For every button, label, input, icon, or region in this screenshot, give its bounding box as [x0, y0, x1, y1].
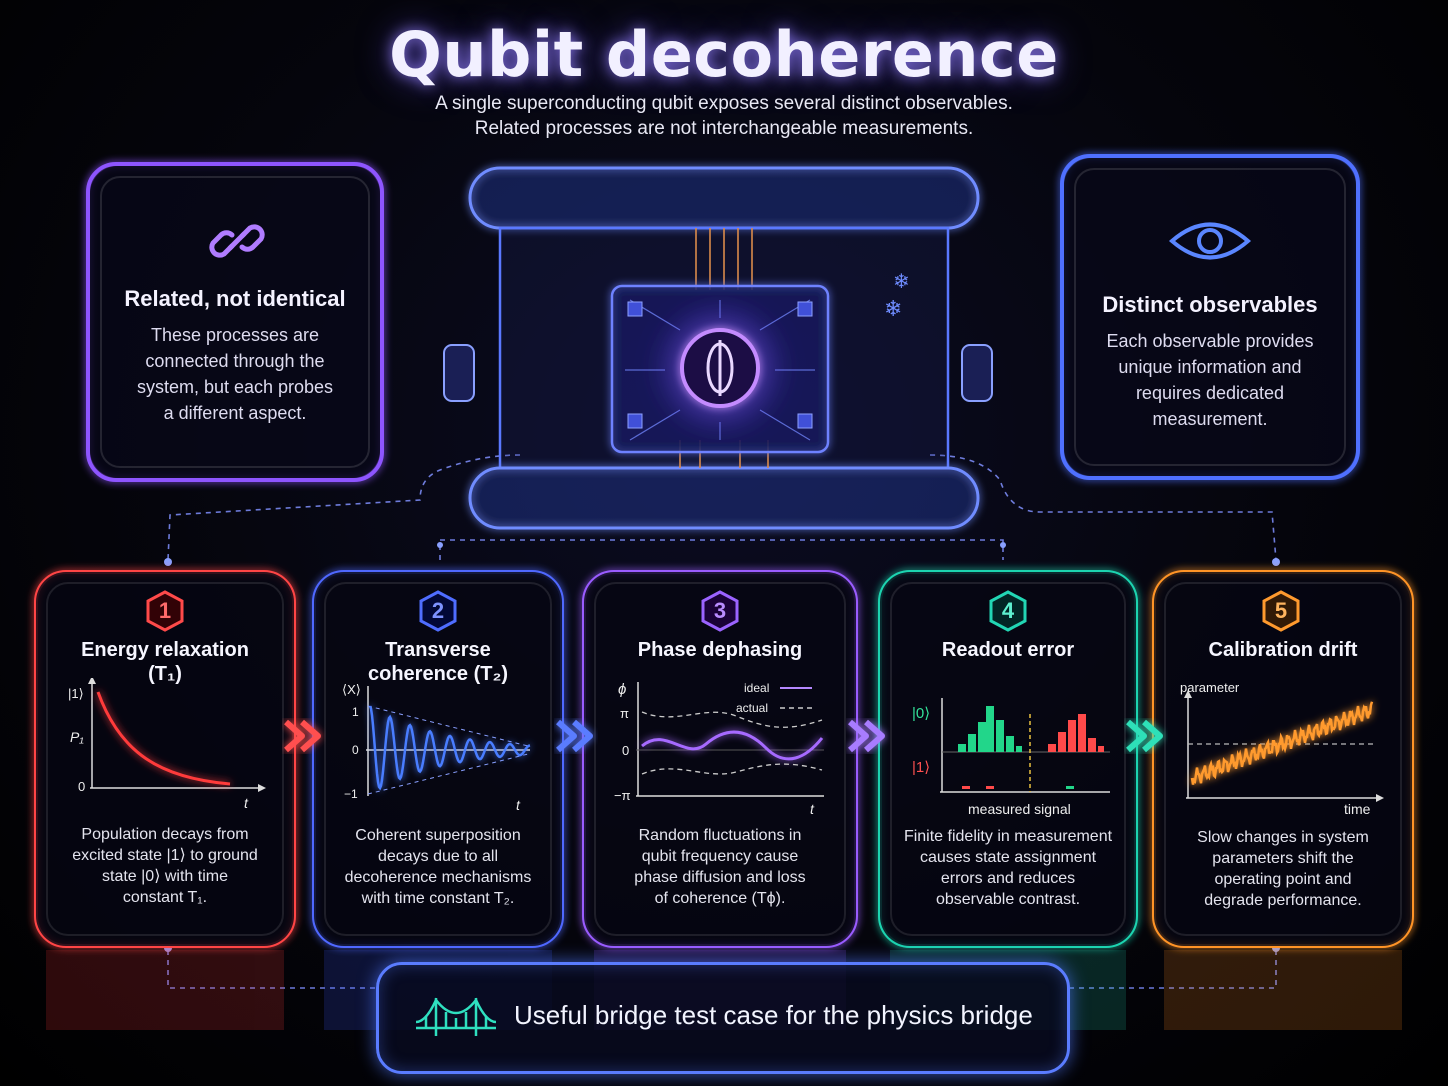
subtitle-line-1: A single superconducting qubit exposes s… [435, 93, 1013, 114]
bridge-test-banner [376, 962, 1070, 1074]
card-number: 2 [431, 598, 445, 623]
card-title: Readout error [941, 639, 1075, 661]
card-desc-line: decoherence mechanisms [344, 869, 532, 886]
chart-axis-label: t [516, 797, 521, 812]
chevron-right-icon [556, 719, 593, 753]
card-number-badge: 1 [144, 590, 186, 632]
card-desc-line: degrade performance. [1204, 892, 1362, 909]
eye-icon [1168, 222, 1252, 260]
card-desc-line: constant T₁. [122, 889, 208, 906]
card-title: (T₁) [148, 663, 182, 685]
chart-tick: 1 [352, 705, 359, 719]
card-desc-line: observable contrast. [935, 891, 1081, 908]
chart-axis-label: P₁ [70, 729, 84, 745]
card-energy-relaxation [36, 572, 294, 946]
coherence-chart: ⟨X⟩ 1 0 −1 t [342, 682, 531, 812]
distinct-line: measurement. [1152, 409, 1268, 429]
card-number-badge: 5 [1260, 590, 1302, 632]
card-desc-line: errors and reduces [940, 870, 1076, 887]
card-desc-line: parameters shift the [1212, 850, 1354, 867]
card-desc-line: decays due to all [377, 848, 499, 865]
related-line: system, but each probes [136, 377, 334, 397]
related-line: connected through the [145, 351, 325, 371]
card-number-badge: 4 [987, 590, 1029, 632]
card-desc-line: Random fluctuations in [638, 827, 802, 844]
card-desc-line: operating point and [1214, 871, 1352, 888]
card-readout-error [880, 572, 1136, 946]
card-desc-line: Coherent superposition [355, 827, 521, 844]
card-phase-dephasing [584, 572, 856, 946]
chart-tick: −π [614, 788, 631, 803]
card-number-badge: 3 [699, 590, 741, 632]
related-line: a different aspect. [163, 403, 307, 423]
svg-text:❄: ❄ [893, 269, 910, 293]
drift-chart: parameter time [1180, 680, 1384, 817]
card-title: Calibration drift [1208, 639, 1358, 661]
card-number: 3 [713, 598, 727, 623]
card-desc-line: Slow changes in system [1197, 829, 1369, 846]
cryostat-illustration: ❄ ❄ [468, 166, 980, 530]
distinct-title: Distinct observables [1102, 292, 1318, 317]
card-title: Energy relaxation [81, 639, 249, 661]
chart-axis-label: ⟨X⟩ [342, 682, 361, 697]
chevron-right-icon [848, 719, 885, 753]
card-desc-line: state |0⟩ with time [102, 868, 228, 885]
svg-text:❄: ❄ [884, 297, 902, 322]
readout-row-1: |1⟩ [912, 759, 930, 776]
bridge-label: Useful bridge test case for the physics … [514, 1000, 1033, 1030]
card-desc-line: Finite fidelity in measurement [903, 828, 1113, 845]
card-calibration-drift [1154, 572, 1412, 946]
distinct-line: unique information and [1118, 357, 1302, 377]
chart-tick: 0 [352, 743, 359, 757]
chart-axis-label: t [810, 801, 815, 816]
card-number: 1 [158, 598, 172, 623]
readout-chart: |0⟩ |1⟩ measured signal [912, 698, 1110, 817]
legend-actual: actual [736, 701, 768, 715]
chart-tick: |1⟩ [68, 686, 84, 701]
chevron-right-icon [284, 719, 321, 753]
related-not-identical-panel: Related, not identical These processes a… [90, 166, 380, 478]
chart-axis-label: t [244, 795, 249, 810]
chart-axis-label: parameter [1180, 680, 1240, 695]
card-desc-line: qubit frequency cause [641, 848, 799, 865]
card-desc-line: Population decays from [81, 826, 249, 843]
chevron-right-icon [1126, 719, 1163, 753]
related-title: Related, not identical [124, 286, 346, 311]
card-desc-line: causes state assignment [919, 849, 1097, 866]
chart-tick: π [620, 706, 629, 721]
chart-axis-label: measured signal [968, 801, 1071, 817]
distinct-line: requires dedicated [1135, 383, 1285, 403]
card-desc-line: with time constant T₂. [361, 890, 515, 907]
card-desc-line: phase diffusion and loss [634, 869, 806, 886]
distinct-observables-panel: Distinct observables Each observable pro… [1064, 158, 1356, 476]
chart-tick: −1 [344, 787, 358, 801]
chain-link-icon [209, 224, 265, 258]
chart-axis-label: time [1344, 801, 1371, 817]
card-desc-line: excited state |1⟩ to ground [72, 847, 258, 864]
card-number-badge: 2 [417, 590, 459, 632]
card-number: 5 [1274, 598, 1288, 623]
card-title: coherence (T₂) [367, 663, 509, 685]
readout-row-0: |0⟩ [912, 705, 930, 722]
relaxation-chart: |1⟩ P₁ 0 t [68, 678, 266, 810]
card-title: Transverse [385, 639, 491, 661]
card-title: Phase dephasing [637, 639, 803, 661]
chart-axis-label: ϕ [618, 681, 626, 698]
related-line: These processes are [150, 325, 320, 345]
chart-tick: 0 [78, 779, 85, 794]
card-number: 4 [1001, 598, 1015, 623]
subtitle-line-2: Related processes are not interchangeabl… [474, 118, 974, 139]
chart-tick: 0 [622, 743, 629, 758]
legend-ideal: ideal [744, 681, 769, 695]
page-title: Qubit decoherence [389, 18, 1059, 91]
dephasing-chart: ϕ π 0 −π t ideal actual [614, 681, 824, 816]
distinct-line: Each observable provides [1106, 331, 1314, 351]
bridge-icon [415, 997, 497, 1036]
card-desc-line: of coherence (Tϕ). [654, 890, 786, 907]
